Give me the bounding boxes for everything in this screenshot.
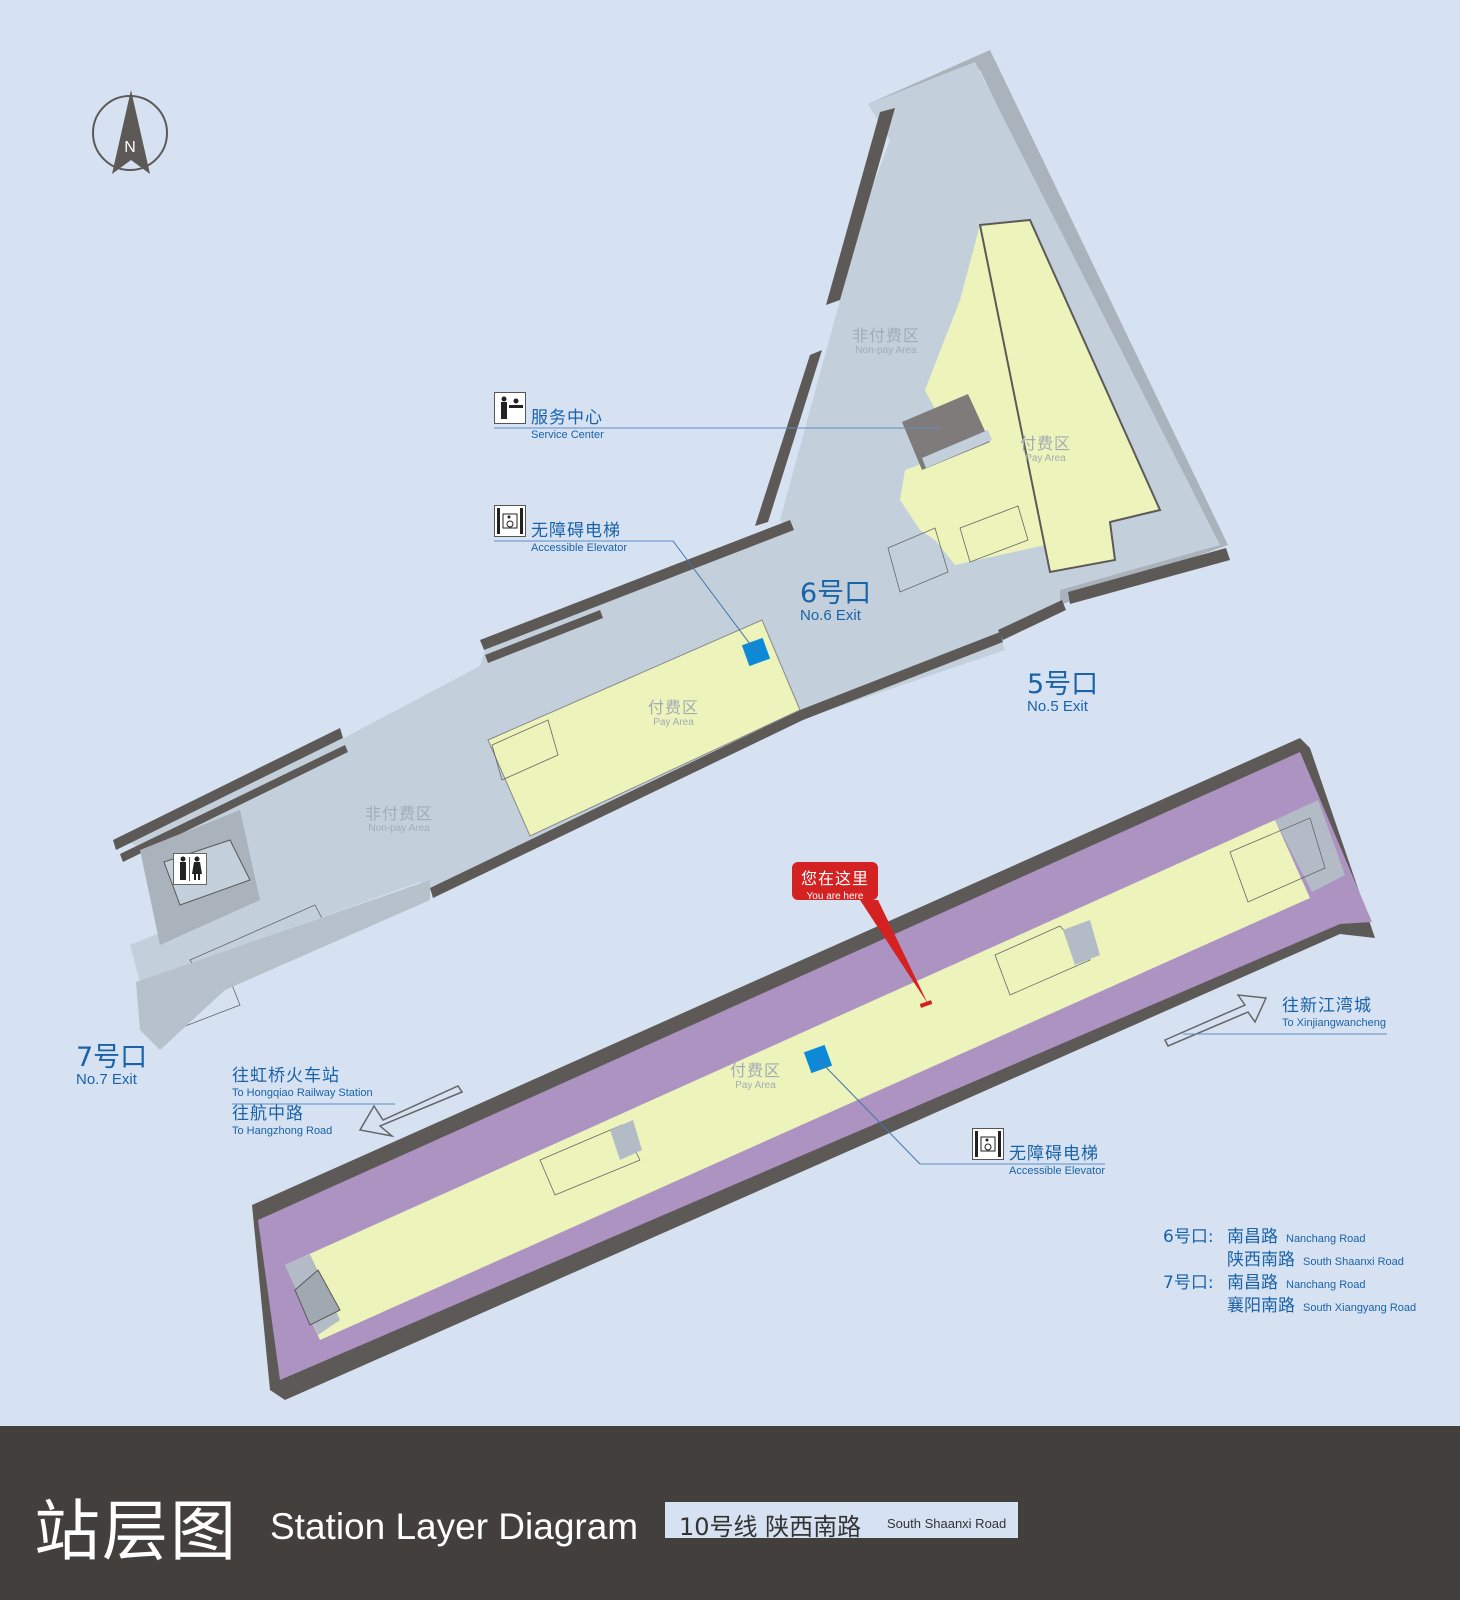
service-center-icon: [494, 392, 526, 424]
line-station-cn: 10号线 陕西南路: [679, 1513, 862, 1541]
station-map: N: [92, 50, 1387, 1400]
title-en: Station Layer Diagram: [270, 1506, 639, 1547]
concourse-level: [113, 50, 1230, 1050]
accessible-elevator-icon: [494, 505, 526, 537]
station-name-box: 10号线 陕西南路 South Shaanxi Road: [665, 1502, 1018, 1541]
title-banner: 站层图 Station Layer Diagram 10号线 陕西南路 Sout…: [0, 1426, 1460, 1600]
svg-text:N: N: [124, 139, 136, 156]
platform-level: [252, 427, 1375, 1400]
direction-arrow-left-icon: [358, 1085, 464, 1138]
station-en: South Shaanxi Road: [887, 1516, 1007, 1531]
title-cn: 站层图: [34, 1493, 238, 1570]
restroom-icon: [173, 853, 207, 885]
north-compass-icon: N: [92, 90, 168, 174]
direction-arrow-right-icon: [1163, 994, 1268, 1047]
accessible-elevator-icon: [972, 1128, 1004, 1160]
